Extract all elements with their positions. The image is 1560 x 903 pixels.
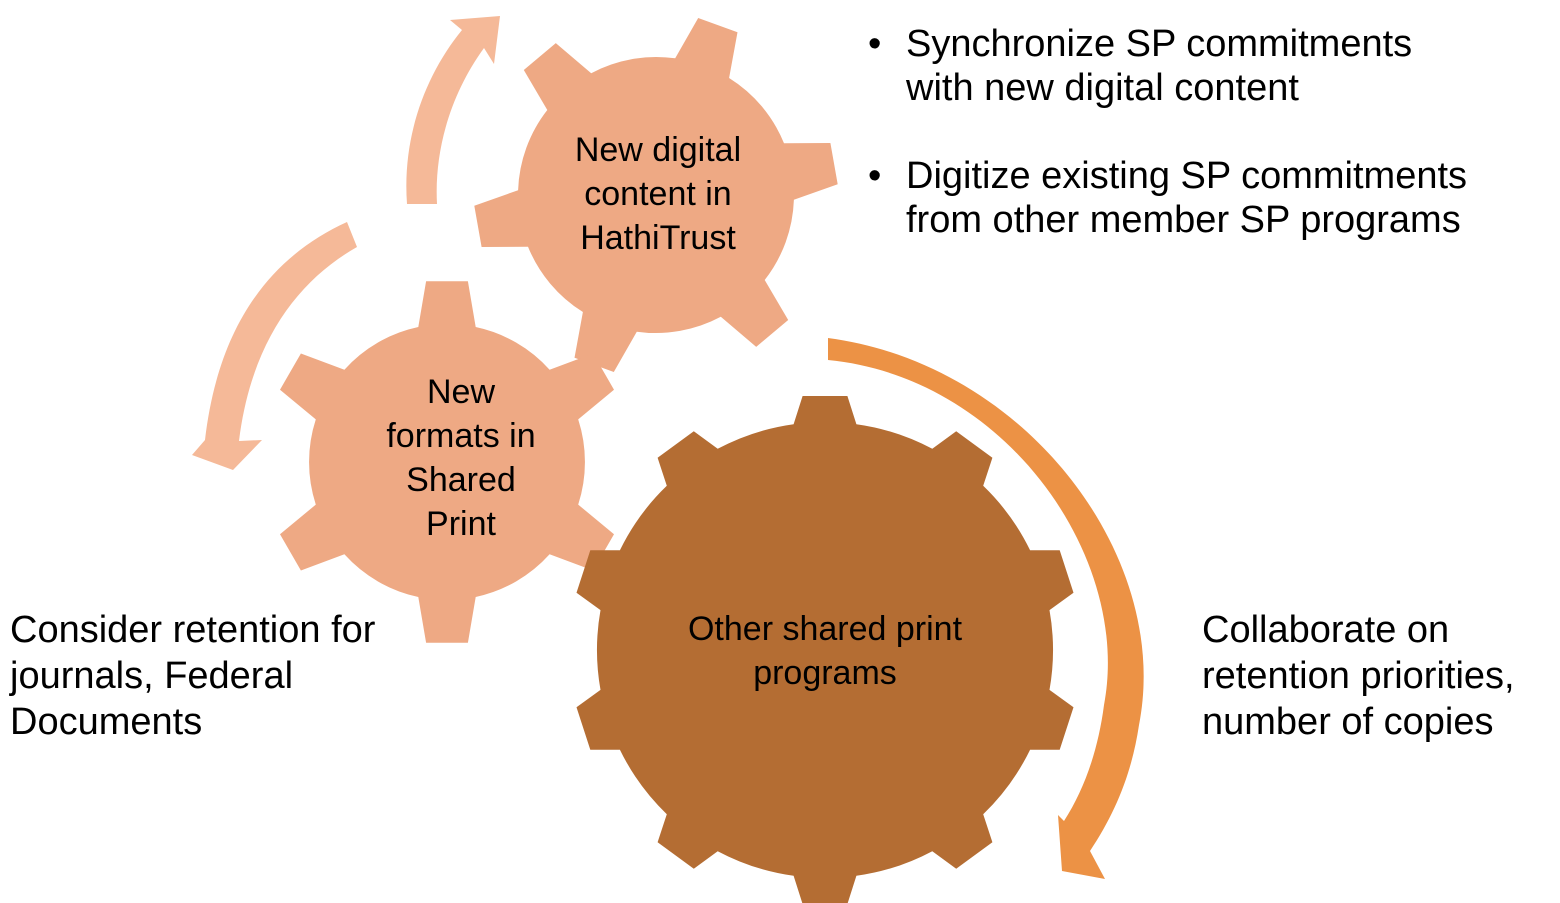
gear-other-label: Other shared print programs <box>650 606 1000 696</box>
bullet-item-line: with new digital content <box>906 67 1299 109</box>
gear-formats-label-line: formats in <box>386 417 536 455</box>
left-note-line: Consider retention for <box>10 609 376 651</box>
arrow-left-curved <box>192 222 357 470</box>
gear-formats-label-line: New <box>426 373 496 411</box>
bullet-item: Digitize existing SP commitments from ot… <box>868 154 1467 242</box>
right-note-line: retention priorities, <box>1202 655 1515 697</box>
arrow-top-curved <box>406 16 500 204</box>
gear-digital-label-line: content in <box>584 175 732 213</box>
gear-formats-label-line: Shared <box>406 461 516 499</box>
bullet-item-line: Digitize existing SP commitments <box>906 155 1468 197</box>
gear-digital-label-line: HathiTrust <box>580 219 736 257</box>
gear-formats-label-line: Print <box>426 505 496 543</box>
gear-digital-content <box>474 18 838 372</box>
bullet-list: Synchronize SP commitments with new digi… <box>868 22 1467 286</box>
gear-new-formats <box>280 281 614 643</box>
gear-digital-label-line: New digital <box>574 131 742 169</box>
gear-other-label-line: programs <box>753 654 897 692</box>
bullet-item: Synchronize SP commitments with new digi… <box>868 22 1467 110</box>
right-note: Collaborate on retention priorities, num… <box>1202 607 1515 745</box>
gear-other-programs <box>576 396 1074 903</box>
left-note-line: journals, Federal <box>10 655 294 697</box>
gear-formats-label: New formats in Shared Print <box>386 370 536 546</box>
gear-digital-label: New digital content in HathiTrust <box>558 127 758 261</box>
right-note-line: number of copies <box>1202 701 1494 743</box>
right-note-line: Collaborate on <box>1202 609 1450 651</box>
bullet-item-line: Synchronize SP commitments <box>906 23 1413 65</box>
arrow-right-curved <box>828 338 1144 879</box>
bullet-item-line: from other member SP programs <box>906 199 1461 241</box>
left-note: Consider retention for journals, Federal… <box>10 607 375 745</box>
left-note-line: Documents <box>10 701 203 743</box>
gear-other-label-line: Other shared print <box>687 610 963 648</box>
